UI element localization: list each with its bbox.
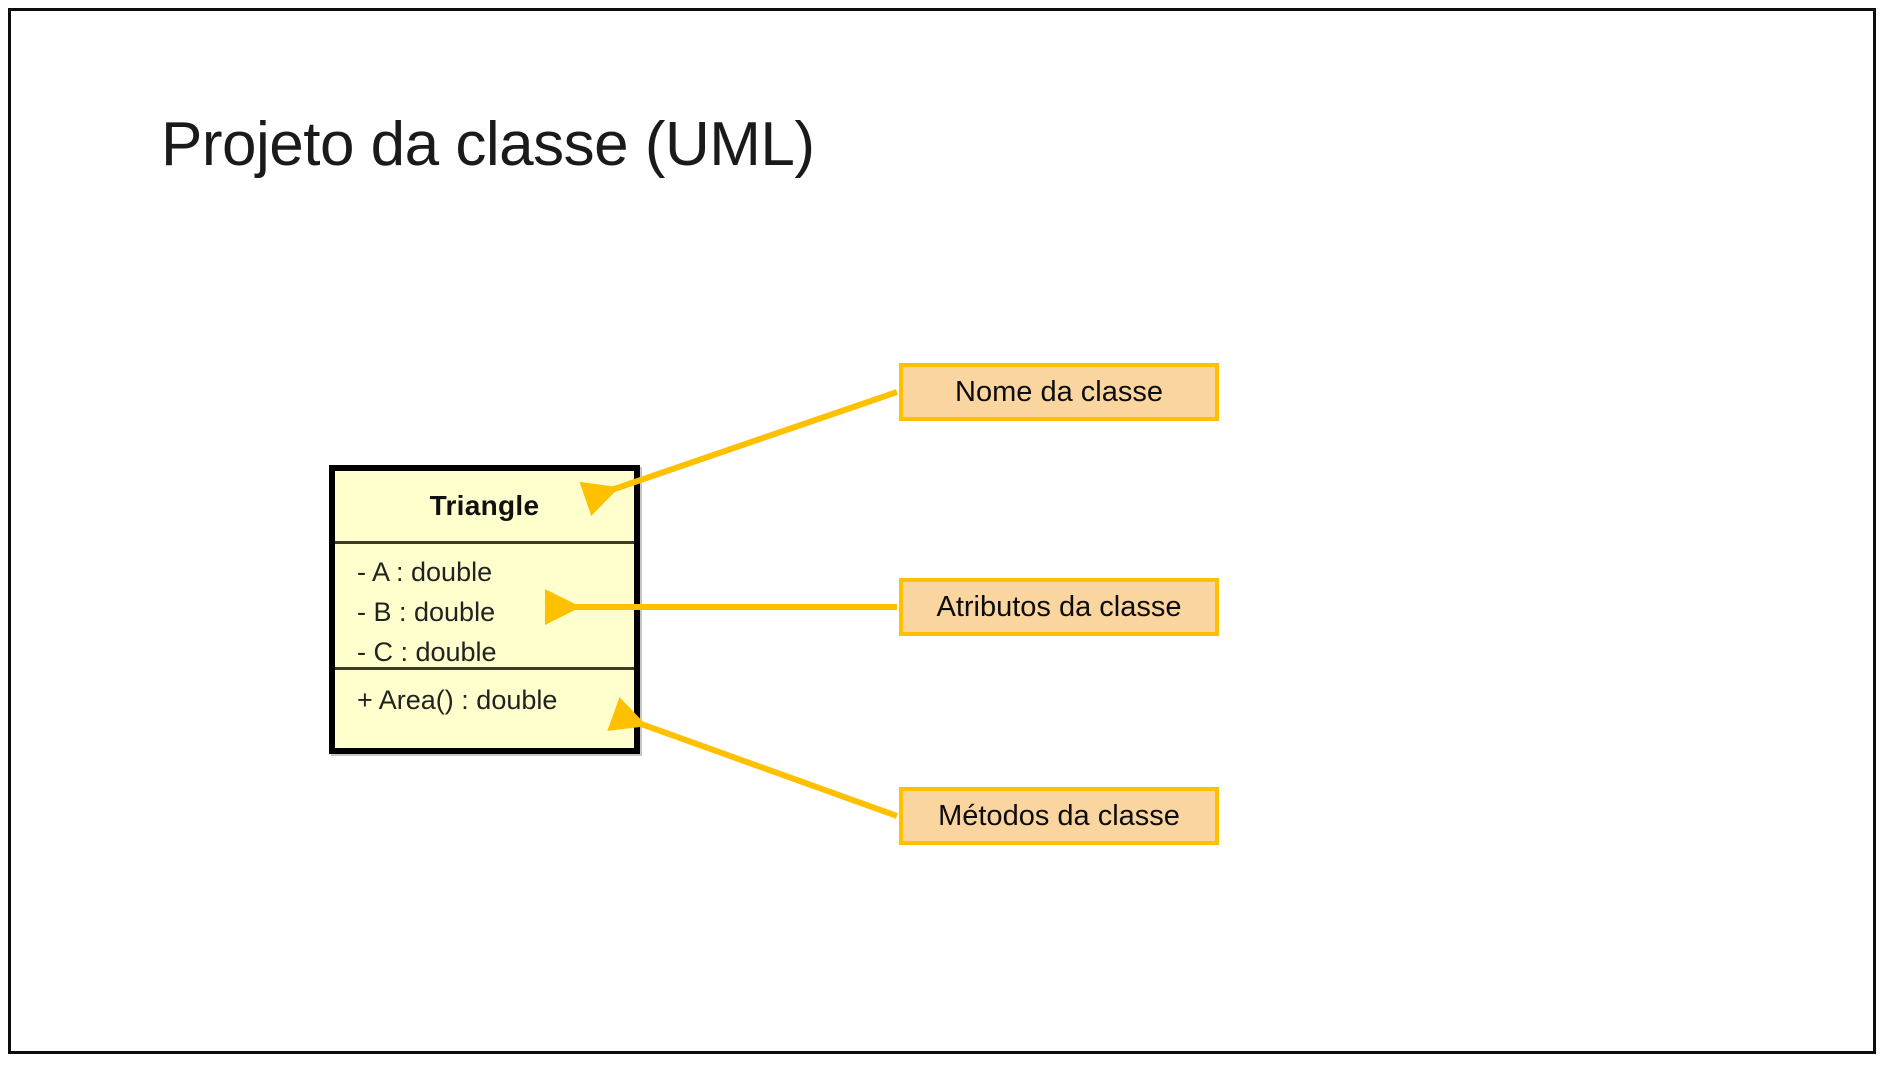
page-title: Projeto da classe (UML) — [161, 110, 815, 179]
callout-nome-da-classe: Nome da classe — [899, 363, 1219, 421]
uml-class-box: Triangle - A : double - B : double - C :… — [329, 465, 640, 754]
callout-label: Atributos da classe — [936, 590, 1182, 623]
arrow-metodos-da-classe — [607, 697, 899, 819]
uml-attribute: - A : double — [357, 557, 493, 587]
callout-atributos-da-classe: Atributos da classe — [899, 578, 1219, 636]
callout-metodos-da-classe: Métodos da classe — [899, 787, 1219, 845]
uml-class-name-row: Triangle — [335, 471, 634, 544]
callout-label: Nome da classe — [955, 375, 1163, 408]
uml-attribute: - C : double — [357, 637, 497, 667]
uml-method: + Area() : double — [357, 685, 558, 715]
uml-methods-section: + Area() : double — [335, 670, 634, 720]
uml-attribute: - B : double — [357, 597, 496, 627]
callout-label: Métodos da classe — [938, 799, 1180, 832]
uml-attributes-section: - A : double - B : double - C : double — [335, 544, 634, 670]
slide-frame: Projeto da classe (UML) Triangle - A : d… — [8, 8, 1876, 1054]
uml-class-name: Triangle — [429, 490, 540, 521]
